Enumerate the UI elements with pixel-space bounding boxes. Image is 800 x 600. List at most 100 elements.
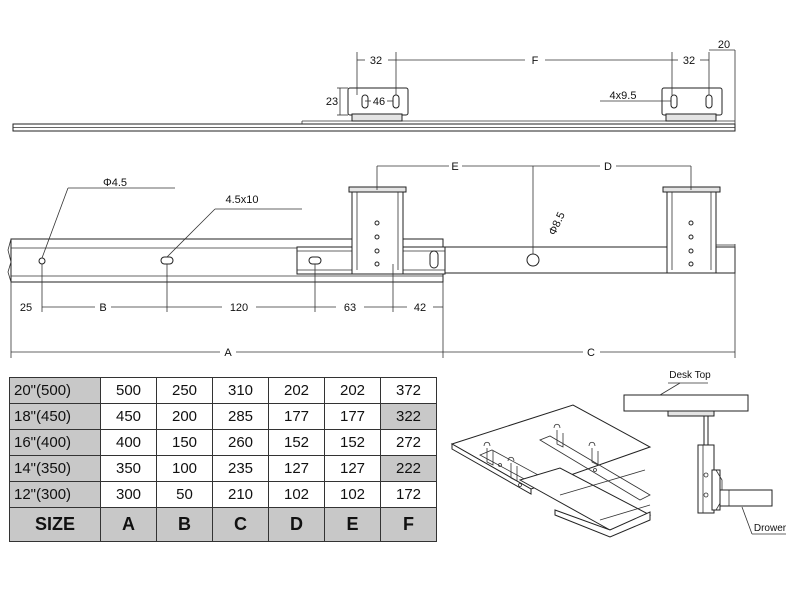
dim-32-left: 32: [370, 55, 382, 67]
cell-D: 102: [268, 481, 325, 508]
cell-E: 152: [324, 429, 381, 456]
side-view: Φ4.5 4.5x10 Φ8.5 E D: [7, 161, 736, 359]
slot-hole: [670, 94, 678, 109]
drawer-label: Drower: [754, 523, 787, 534]
bracket-hole: [688, 220, 694, 226]
cell-D: 127: [268, 455, 325, 482]
dim-23: 23: [326, 96, 338, 108]
cell-A: 350: [100, 455, 157, 482]
header-size: SIZE: [9, 507, 101, 542]
cell-F: 372: [380, 377, 437, 404]
size-label: 16"(400): [9, 429, 101, 456]
cell-D: 177: [268, 403, 325, 430]
cell-C: 235: [212, 455, 269, 482]
dim-25: 25: [20, 302, 32, 314]
size-table: 20"(500) 500 250 310 202 202 372 18"(450…: [9, 377, 437, 542]
slot-hole: [705, 94, 713, 109]
drawer: [719, 489, 773, 507]
side-dim-ED: E D: [376, 161, 692, 190]
cell-E: 202: [324, 377, 381, 404]
bracket-hole: [374, 234, 380, 240]
header-C: C: [212, 507, 269, 542]
bracket-hole: [688, 234, 694, 240]
size-label: 20"(500): [9, 377, 101, 404]
dim-20: 20: [718, 39, 730, 51]
cell-D: 202: [268, 377, 325, 404]
size-label: 18"(450): [9, 403, 101, 430]
slot-hole: [361, 94, 369, 109]
cell-F: 272: [380, 429, 437, 456]
bracket-hole: [374, 220, 380, 226]
header-F: F: [380, 507, 437, 542]
cell-C: 210: [212, 481, 269, 508]
dim-F: F: [532, 55, 539, 67]
mount-slot: [429, 250, 439, 269]
cell-C: 285: [212, 403, 269, 430]
cell-C: 260: [212, 429, 269, 456]
cell-F: 322: [380, 403, 437, 430]
top-bracket-right: [661, 87, 723, 122]
dim-C: C: [587, 347, 595, 359]
side-bracket-right: [662, 186, 735, 274]
size-label: 12"(300): [9, 481, 101, 508]
table-row: 14"(350) 350 100 235 127 127 222: [9, 455, 437, 482]
big-hole-note: Φ8.5: [547, 210, 568, 237]
cell-C: 310: [212, 377, 269, 404]
cell-A: 300: [100, 481, 157, 508]
table-header-row: SIZE A B C D E F: [9, 507, 437, 542]
top-dimensions: 32 F 32 20 23 46 4x9.5: [326, 39, 736, 121]
top-bracket-left: [347, 87, 409, 122]
hole-dia-note: Φ4.5: [103, 177, 127, 189]
side-dim-AC: A C: [11, 347, 735, 359]
bracket-hole: [374, 248, 380, 254]
header-D: D: [268, 507, 325, 542]
slot-hole: [392, 94, 400, 109]
cell-A: 500: [100, 377, 157, 404]
table-row: 18"(450) 450 200 285 177 177 322: [9, 403, 437, 430]
cell-B: 200: [156, 403, 213, 430]
header-E: E: [324, 507, 381, 542]
cell-F: 222: [380, 455, 437, 482]
bracket-hole: [688, 248, 694, 254]
desk-top-label: Desk Top: [669, 370, 711, 381]
cell-B: 50: [156, 481, 213, 508]
mount-slot: [308, 256, 322, 265]
cell-B: 250: [156, 377, 213, 404]
dim-42: 42: [414, 302, 426, 314]
cell-E: 127: [324, 455, 381, 482]
dim-E: E: [451, 161, 458, 173]
mount-slot: [160, 256, 174, 265]
header-A: A: [100, 507, 157, 542]
side-bracket-left: [348, 186, 407, 275]
install-view: Desk Top Drower: [623, 370, 787, 535]
cell-A: 450: [100, 403, 157, 430]
desk-top: [623, 394, 749, 412]
cell-E: 177: [324, 403, 381, 430]
bracket-hole: [374, 261, 380, 267]
cell-E: 102: [324, 481, 381, 508]
table-row: 20"(500) 500 250 310 202 202 372: [9, 377, 437, 404]
cell-B: 150: [156, 429, 213, 456]
table-row: 12"(300) 300 50 210 102 102 172: [9, 481, 437, 508]
top-view: 32 F 32 20 23 46 4x9.5: [12, 39, 736, 132]
side-dim-bottom: 25 B 120 63 42: [10, 264, 736, 358]
dim-D: D: [604, 161, 612, 173]
bracket-hole: [688, 261, 694, 267]
dim-120: 120: [230, 302, 248, 314]
cell-D: 152: [268, 429, 325, 456]
dim-32-right: 32: [683, 55, 695, 67]
dim-B: B: [99, 302, 106, 314]
header-B: B: [156, 507, 213, 542]
isometric-view: [450, 404, 652, 538]
cell-B: 100: [156, 455, 213, 482]
dim-A: A: [224, 347, 232, 359]
table-row: 16"(400) 400 150 260 152 152 272: [9, 429, 437, 456]
cell-F: 172: [380, 481, 437, 508]
cell-A: 400: [100, 429, 157, 456]
top-rail: [12, 120, 736, 132]
size-label: 14"(350): [9, 455, 101, 482]
slot-note-top: 4x9.5: [610, 90, 637, 102]
slot-size-note: 4.5x10: [225, 194, 258, 206]
mount-hole: [38, 257, 46, 265]
